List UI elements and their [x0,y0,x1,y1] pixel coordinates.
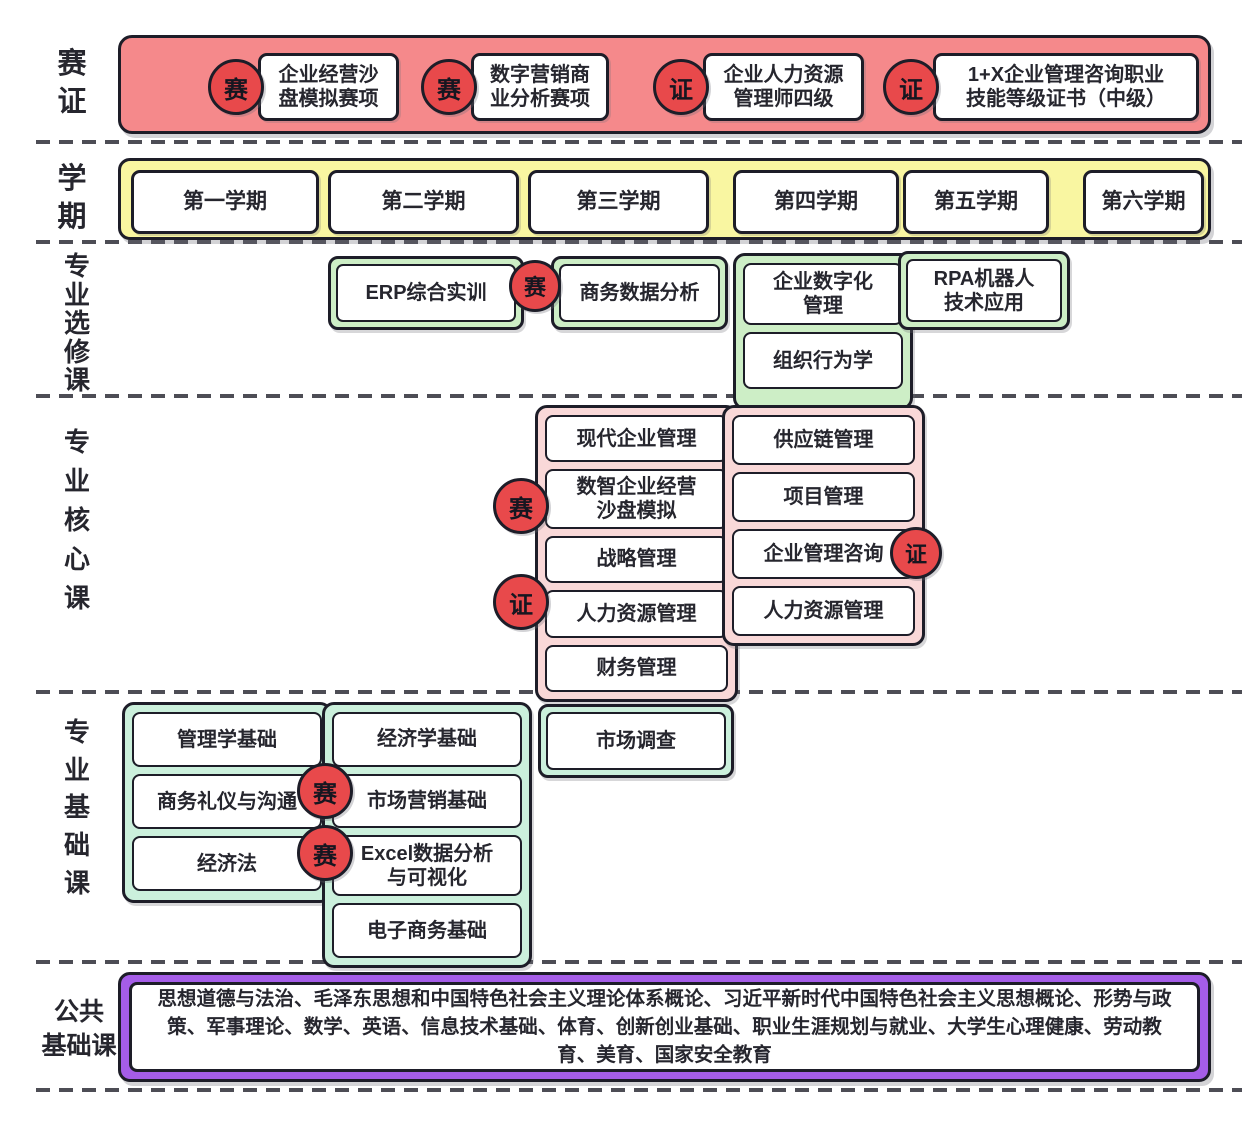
core-course-column-right: 供应链管理 项目管理 企业管理咨询 人力资源管理 [722,405,925,646]
foundation-course: 经济学基础 [332,712,522,767]
certificate-item-label: 1+X企业管理咨询职业技能等级证书（中级） [966,63,1166,110]
core-course-column-left: 现代企业管理 数智企业经营沙盘模拟 战略管理 人力资源管理 财务管理 [535,405,738,702]
row-separator [36,394,1242,398]
semester-band: 第一学期 第二学期 第三学期 第四学期 第五学期 第六学期 [118,158,1211,240]
core-course-label: 人力资源管理 [763,600,884,622]
row-separator [36,140,1242,144]
certificate-item: 1+X企业管理咨询职业技能等级证书（中级） [933,53,1199,121]
core-course-label: 数智企业经营沙盘模拟 [576,476,697,523]
certificate-badge: 证 [890,527,942,579]
semester-box: 第五学期 [903,170,1049,234]
core-course: 人力资源管理 [545,590,728,638]
elective-course-label: RPA机器人技术应用 [933,267,1035,314]
competition-badge: 赛 [208,59,264,115]
core-course: 人力资源管理 [732,586,915,636]
elective-course-label: 组织行为学 [773,349,873,372]
competition-badge: 赛 [297,825,353,881]
competition-item-label: 数字营销商业分析赛项 [490,63,590,110]
foundation-course: 经济法 [132,836,322,891]
row-separator [36,240,1242,244]
competition-cert-band: 赛 企业经营沙盘模拟赛项 赛 数字营销商业分析赛项 证 企业人力资源管理师四级 … [118,35,1211,134]
certificate-item: 企业人力资源管理师四级 [703,53,864,121]
semester-box: 第四学期 [733,170,899,234]
core-course-label: 人力资源管理 [576,602,697,625]
foundation-course: 电子商务基础 [332,903,522,958]
elective-course-label: ERP综合实训 [336,264,516,322]
core-course-label: 现代企业管理 [576,427,697,450]
row-separator [36,960,1242,964]
elective-course-group: 企业数字化管理 组织行为学 [733,253,913,410]
elective-course-label: 企业数字化管理 [773,271,873,317]
row-label-competition-cert: 赛证 [57,48,87,118]
certificate-item-label: 企业人力资源管理师四级 [723,63,844,110]
row-separator [36,1088,1242,1092]
competition-badge: 赛 [509,260,561,312]
foundation-course-label: 管理学基础 [177,728,277,751]
foundation-course-label: 经济学基础 [377,728,477,751]
semester-box: 第一学期 [131,170,319,234]
core-course: 项目管理 [732,472,915,522]
core-course-label: 供应链管理 [773,429,874,451]
foundation-course-label: 市场调查 [546,712,726,770]
elective-course: 组织行为学 [743,332,903,389]
elective-course-erp: ERP综合实训 [328,256,524,330]
core-course-label: 战略管理 [596,548,677,571]
competition-badge: 赛 [493,478,549,534]
row-label-public-line2: 基础课 [41,1031,117,1060]
row-label-public: 公共 基础课 [40,996,118,1064]
core-course: 战略管理 [545,535,728,584]
competition-badge: 赛 [421,59,477,115]
competition-badge: 赛 [297,763,353,819]
core-course: 企业管理咨询 [732,529,915,579]
elective-course: RPA机器人技术应用 [906,259,1062,322]
semester-box: 第三学期 [528,170,709,234]
foundation-course-column-middle: 经济学基础 市场营销基础 Excel数据分析与可视化 电子商务基础 [322,702,532,968]
semester-box: 第六学期 [1083,170,1204,234]
certificate-badge: 证 [653,59,709,115]
row-label-public-line1: 公共 [53,998,104,1026]
elective-course-label: 商务数据分析 [559,264,720,322]
public-course-band: 思想道德与法治、毛泽东思想和中国特色社会主义理论体系概论、习近平新时代中国特色社… [118,972,1211,1082]
foundation-course-column-left: 管理学基础 商务礼仪与沟通 经济法 [122,702,332,903]
row-label-semester: 学期 [57,163,87,233]
row-label-foundation: 专业基础课 [63,717,90,898]
foundation-course-label: Excel数据分析与可视化 [360,842,494,889]
foundation-course-label: 电子商务基础 [367,919,487,942]
core-course: 财务管理 [545,644,728,693]
competition-item: 企业经营沙盘模拟赛项 [258,53,399,121]
elective-course: 企业数字化管理 [743,263,903,325]
competition-item: 数字营销商业分析赛项 [471,53,609,121]
foundation-course: 商务礼仪与沟通 [132,774,322,829]
core-course-label: 项目管理 [783,486,864,508]
certificate-badge: 证 [493,574,549,630]
row-label-electives: 专业选修课 [63,251,90,396]
core-course: 供应链管理 [732,415,915,465]
foundation-course-label: 市场营销基础 [367,789,487,812]
foundation-course-label: 经济法 [197,852,257,875]
row-label-core: 专业核心课 [63,427,90,613]
core-course-label: 企业管理咨询 [763,543,884,565]
foundation-course: 管理学基础 [132,712,322,767]
elective-course-rpa: RPA机器人技术应用 [898,251,1070,330]
semester-box: 第二学期 [328,170,519,234]
certificate-badge: 证 [883,59,939,115]
elective-course-business-data: 商务数据分析 [551,256,728,330]
public-course-list: 思想道德与法治、毛泽东思想和中国特色社会主义理论体系概论、习近平新时代中国特色社… [129,982,1200,1072]
foundation-course-label: 商务礼仪与沟通 [157,790,297,813]
foundation-course: Excel数据分析与可视化 [332,835,522,897]
foundation-course-survey: 市场调查 [538,704,734,778]
core-course: 现代企业管理 [545,415,728,463]
competition-item-label: 企业经营沙盘模拟赛项 [278,63,379,110]
core-course: 数智企业经营沙盘模拟 [545,469,728,529]
core-course-label: 财务管理 [596,657,677,680]
foundation-course: 市场营销基础 [332,773,522,829]
